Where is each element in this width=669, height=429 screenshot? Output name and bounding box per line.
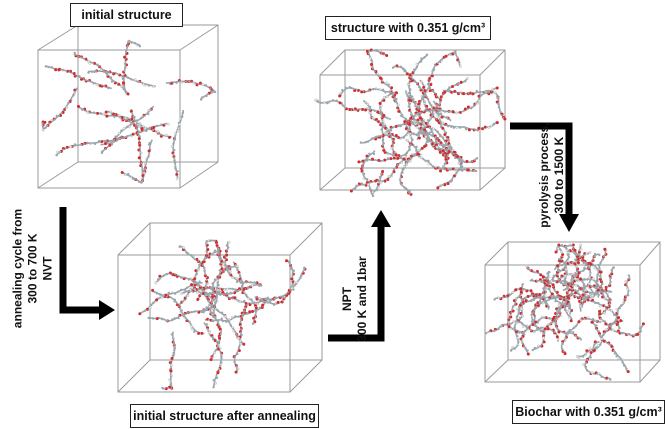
pyrolysis-arrow <box>510 122 579 232</box>
simulation-box-initial <box>37 24 219 189</box>
molecule-cluster-biochar <box>484 243 645 381</box>
label-after-annealing: initial structure after annealing <box>130 404 319 428</box>
pyrolysis-line-2: 300 to 1500 K <box>552 136 566 214</box>
molecule-cluster-annealed <box>138 239 307 391</box>
npt-label: NPT 300 K and 1bar <box>340 249 370 349</box>
annealing-line-3: NVT <box>40 256 55 281</box>
npt-arrow <box>328 210 391 342</box>
pyrolysis-line-1: pyrolysis process, <box>537 122 551 228</box>
label-structure-density: structure with 0.351 g/cm³ <box>325 16 491 40</box>
label-biochar: Biochar with 0.351 g/cm³ <box>512 400 665 424</box>
pyrolysis-label: pyrolysis process, 300 to 1500 K <box>537 120 567 230</box>
label-initial-structure: initial structure <box>70 3 183 27</box>
annealing-arrow <box>59 207 115 320</box>
simulation-box-density <box>319 49 506 191</box>
annealing-line-1: annealing cycle from <box>10 208 25 329</box>
molecule-cluster-initial <box>41 39 217 184</box>
molecule-cluster-density <box>314 48 507 198</box>
simulation-box-annealed <box>117 222 323 393</box>
npt-line-1: NPT <box>340 287 354 311</box>
annealing-line-2: 300 to 700 K <box>25 233 40 304</box>
npt-line-2: 300 K and 1bar <box>355 256 369 342</box>
annealing-label: annealing cycle from 300 to 700 K NVT <box>11 209 56 329</box>
